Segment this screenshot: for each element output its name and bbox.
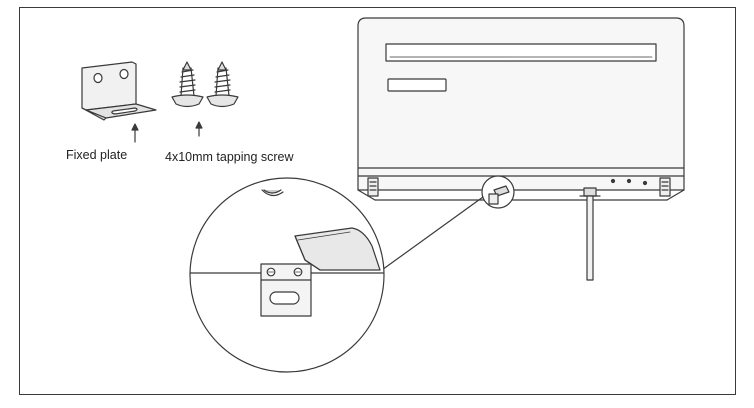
air-conditioner-unit: [357, 17, 685, 201]
unit-foot-right: [659, 177, 671, 197]
fixed-plate-part: [81, 61, 157, 121]
fixed-plate-label: Fixed plate: [66, 148, 128, 162]
detail-callout-large: [189, 177, 385, 373]
tapping-screw-2: [206, 61, 239, 108]
drain-pipe: [579, 187, 601, 281]
unit-foot-left: [367, 177, 379, 197]
tapping-screw-arrow: [195, 121, 203, 137]
fixed-plate-arrow: [131, 123, 139, 143]
bottom-indicators: [610, 178, 648, 186]
detail-callout-small: [481, 175, 515, 209]
tapping-screw-label: 4x10mm tapping screw: [165, 150, 294, 164]
tapping-screw-1: [171, 61, 204, 108]
